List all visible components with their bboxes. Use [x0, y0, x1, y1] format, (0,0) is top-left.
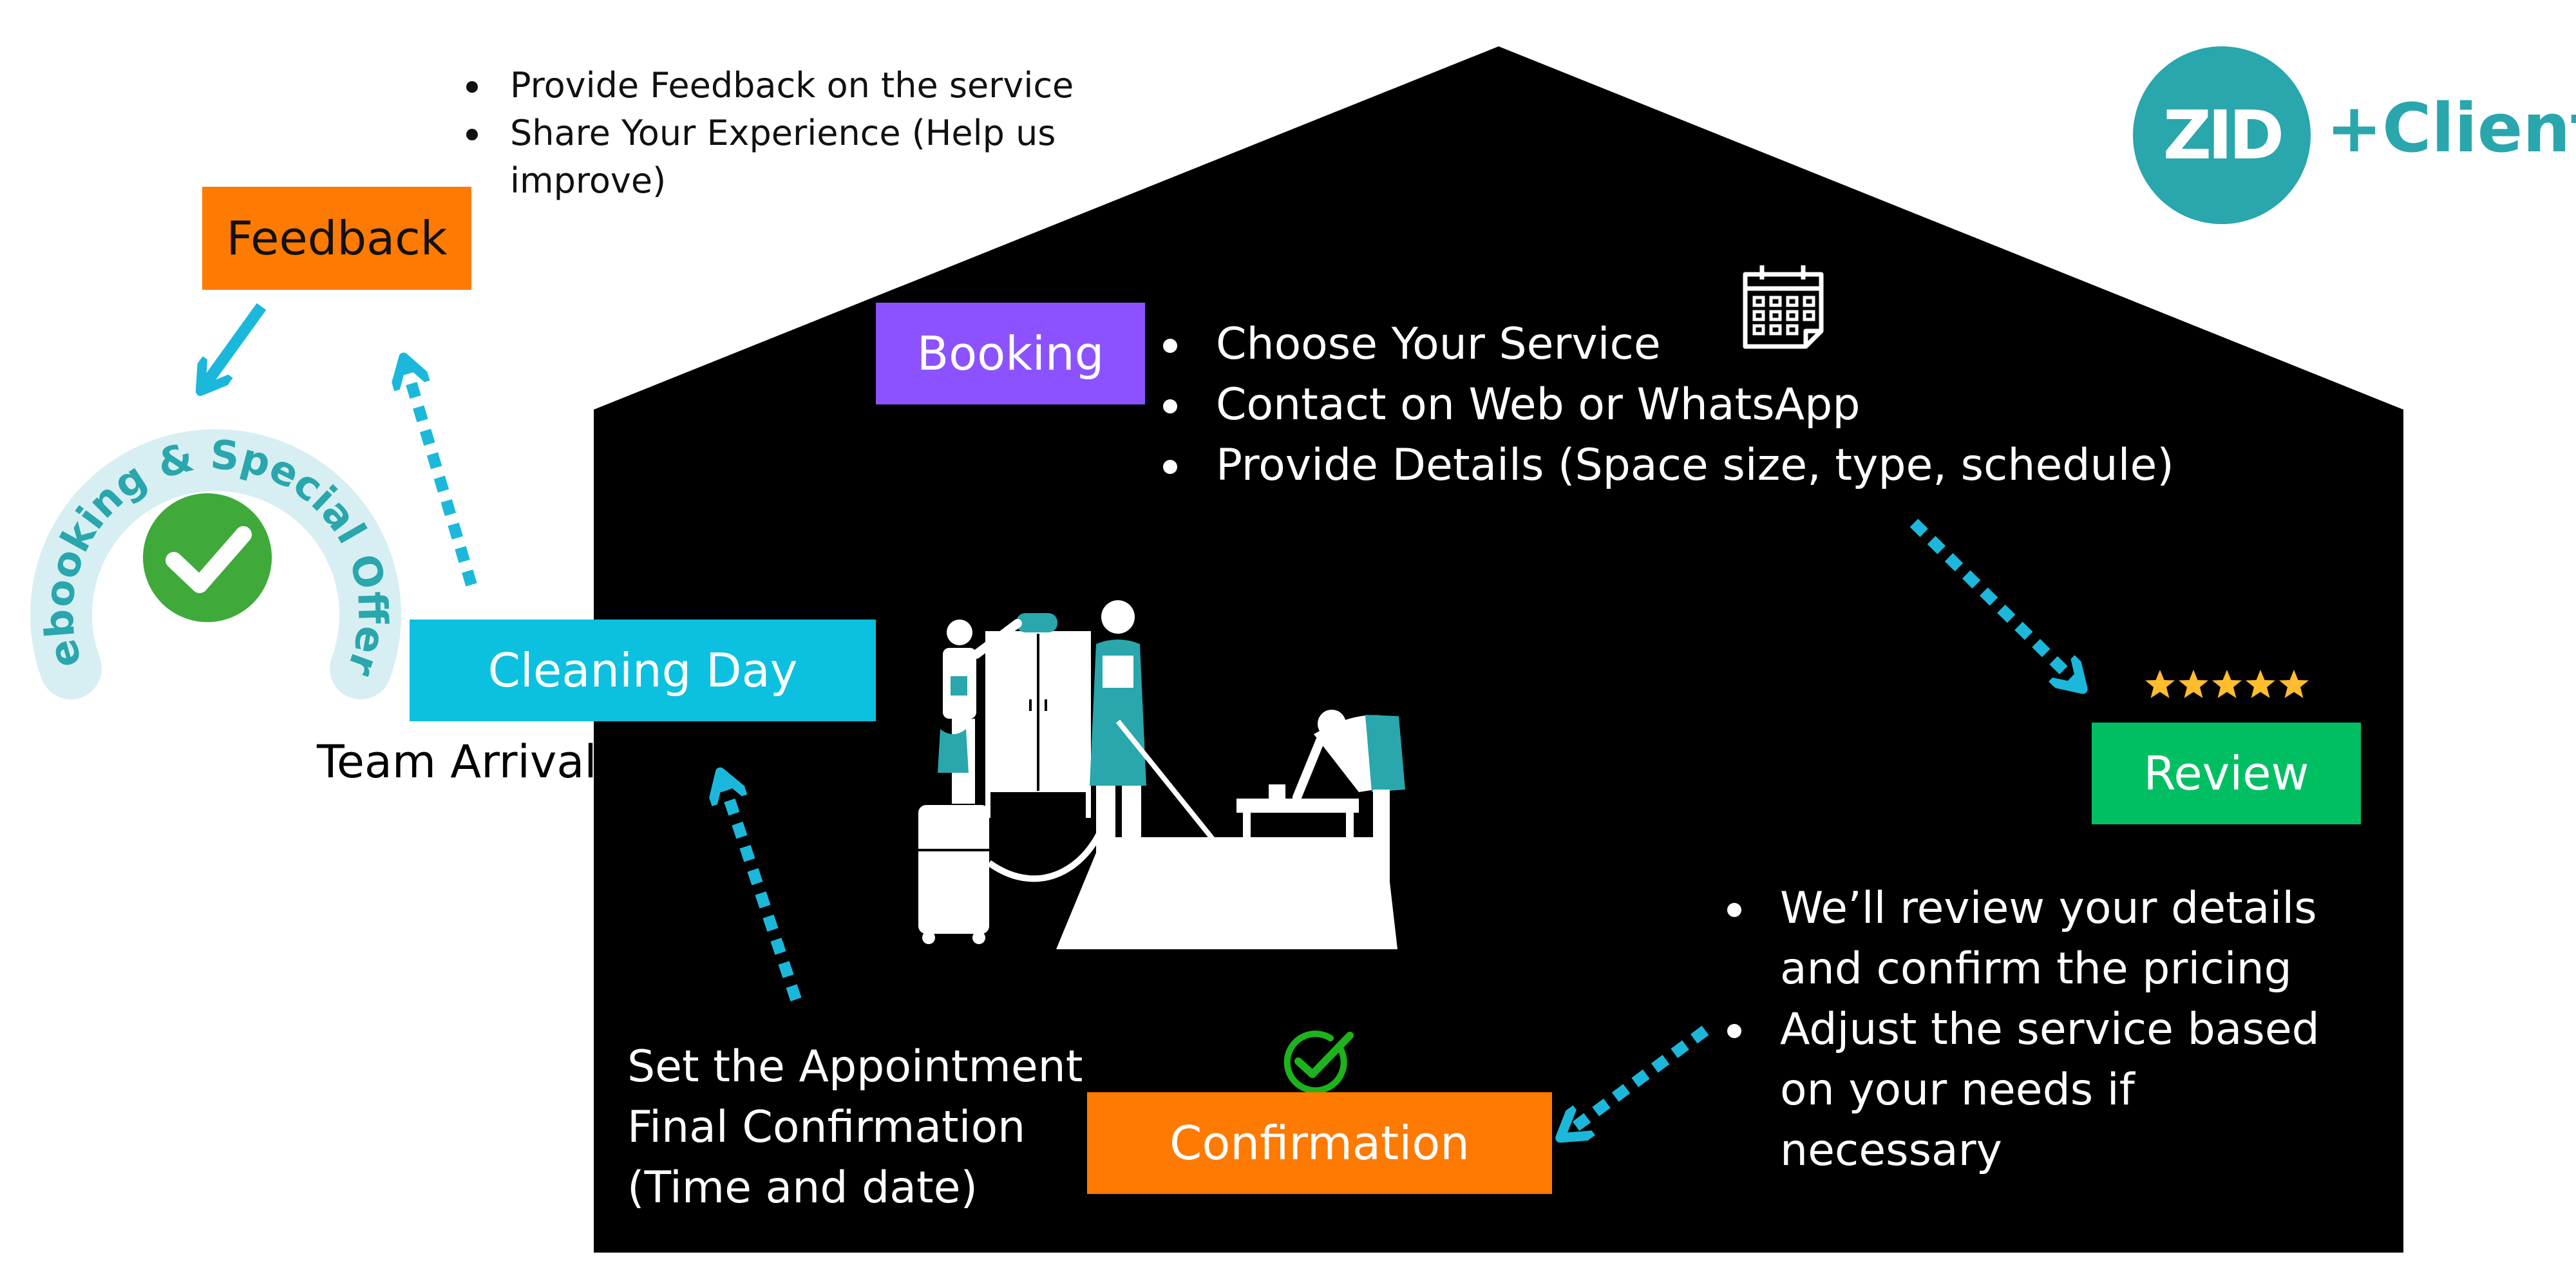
feedback-details-list: Provide Feedback on the service Share Yo…: [457, 62, 1114, 205]
cleaning-day-stage-box: Cleaning Day: [410, 620, 876, 721]
arrow-confirmation-to-cleaning: [723, 779, 802, 1001]
brand-logo-text: ZID: [2163, 96, 2284, 175]
feedback-item: Share Your Experience (Help us improve): [457, 109, 1114, 205]
booking-stage-box: Booking: [876, 303, 1145, 404]
calendar-icon: [1743, 265, 1824, 349]
confirmation-stage-box: Confirmation: [1087, 1092, 1552, 1194]
check-circle-icon: [1283, 1030, 1354, 1094]
confirmation-note: Set the Appointment Final Confirmation (…: [627, 1041, 1083, 1213]
brand-logo: ZID: [2133, 46, 2311, 224]
booking-item: Choose Your Service: [1157, 314, 2251, 375]
confirmation-stage-label: Confirmation: [1170, 1116, 1470, 1170]
check-circle-icon: [143, 493, 272, 622]
arrow-feedback-to-rebooking: [205, 303, 267, 385]
brand-suffix: +Client: [2326, 89, 2576, 167]
review-item: Adjust the service based on your needs i…: [1721, 999, 2352, 1181]
cleaning-day-stage-label: Cleaning Day: [488, 643, 798, 697]
arrow-cleaning-to-feedback: [406, 365, 477, 587]
cleaning-team-illustration: [918, 600, 1405, 949]
rebooking-badge: Rebooking & Special Offers: [13, 361, 401, 699]
booking-stage-label: Booking: [916, 327, 1104, 381]
arrow-booking-to-review: [1909, 518, 2078, 684]
cleaning-day-note: Team Arrival: [317, 735, 597, 788]
review-stage-label: Review: [2143, 746, 2309, 800]
review-item: We’ll review your details and confirm th…: [1721, 878, 2352, 999]
review-details-list: We’ll review your details and confirm th…: [1721, 878, 2352, 1181]
feedback-stage-label: Feedback: [226, 211, 448, 265]
booking-item: Provide Details (Space size, type, sched…: [1157, 435, 2251, 496]
review-stage-box: Review: [2092, 723, 2361, 824]
feedback-stage-box: Feedback: [202, 187, 471, 290]
booking-item: Contact on Web or WhatsApp: [1157, 375, 2251, 435]
arrow-review-to-confirmation: [1566, 1025, 1709, 1133]
star-icon: [2145, 670, 2309, 698]
feedback-item: Provide Feedback on the service: [457, 62, 1114, 109]
booking-details-list: Choose Your Service Contact on Web or Wh…: [1157, 314, 2251, 496]
